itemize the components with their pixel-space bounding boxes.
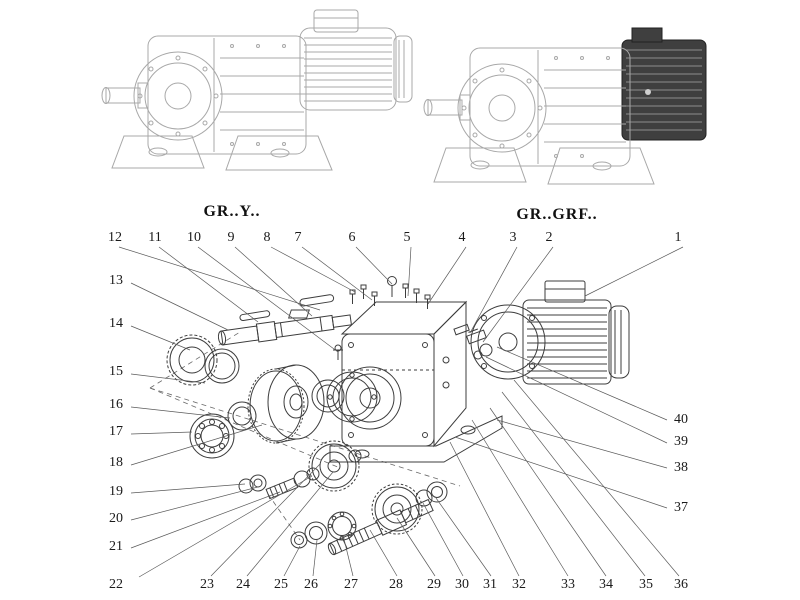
callout-19: 19 (109, 484, 123, 499)
output-bearing (327, 511, 357, 541)
leader-lines (118, 246, 684, 578)
bolt (349, 289, 356, 304)
callout-4: 4 (458, 230, 466, 245)
left-bearing-group (166, 334, 257, 459)
roller-bearing (189, 413, 235, 459)
callout-33: 33 (561, 577, 575, 592)
callout-3: 3 (509, 230, 517, 245)
output-shaft (327, 498, 434, 556)
callout-40: 40 (674, 412, 688, 427)
drawing-gr-grf (423, 27, 707, 185)
callout-30: 30 (455, 577, 469, 592)
shaft-key-1 (239, 310, 271, 322)
gr-y-feet (111, 135, 333, 171)
top-bolts (333, 276, 431, 360)
callout-17: 17 (109, 424, 123, 439)
gr-y-output-shaft (101, 82, 149, 109)
alignment-dashed-lines (149, 331, 461, 541)
gr-y-fan-cover (393, 35, 413, 103)
gr-grf-motor (621, 27, 707, 141)
callout-15: 15 (109, 364, 123, 379)
exploded-view (149, 276, 630, 556)
callout-32: 32 (512, 577, 526, 592)
callout-28: 28 (389, 577, 403, 592)
callout-18: 18 (109, 455, 123, 470)
bore-ring-and-cover (311, 371, 378, 423)
variant-title-gr-y: GR..Y.. (203, 203, 261, 220)
breather-plug (333, 344, 343, 360)
gr-grf-output-shaft (423, 94, 471, 121)
callout-23: 23 (200, 577, 214, 592)
callout-14: 14 (109, 316, 123, 331)
callout-16: 16 (109, 397, 123, 412)
motor-flange (470, 304, 546, 380)
callout-37: 37 (674, 500, 688, 515)
motor-input-parts (453, 323, 493, 360)
callout-29: 29 (427, 577, 441, 592)
callout-31: 31 (483, 577, 497, 592)
callout-1: 1 (674, 230, 682, 245)
callout-22: 22 (109, 577, 123, 592)
callout-36: 36 (674, 577, 688, 592)
output-gear (371, 483, 423, 535)
gr-grf-feet (433, 147, 655, 185)
motor-body (522, 299, 612, 385)
motor-fan-cover (608, 305, 630, 379)
callout-10: 10 (187, 230, 201, 245)
callout-35: 35 (639, 577, 653, 592)
callout-39: 39 (674, 434, 688, 449)
output-shaft-assembly (290, 481, 448, 556)
intermediate-gear-group (238, 440, 362, 500)
motor-terminal-box (544, 280, 586, 303)
callout-13: 13 (109, 273, 123, 288)
bolt (402, 283, 409, 298)
bolt (424, 294, 431, 309)
callout-26: 26 (304, 577, 318, 592)
variant-title-gr-grf: GR..GRF.. (516, 206, 598, 223)
callout-6: 6 (348, 230, 356, 245)
callout-20: 20 (109, 511, 123, 526)
callout-34: 34 (599, 577, 613, 592)
callout-2: 2 (545, 230, 553, 245)
gr-y-motor (299, 9, 413, 111)
callout-27: 27 (344, 577, 358, 592)
eye-bolt (387, 276, 397, 297)
callout-8: 8 (263, 230, 271, 245)
drawing-gr-y (101, 9, 413, 171)
housing-base (329, 415, 503, 463)
callout-7: 7 (294, 230, 302, 245)
motor-assembly (453, 280, 630, 385)
gearbox-housing (288, 300, 503, 463)
callout-11: 11 (148, 230, 162, 245)
shaft-key-2 (299, 294, 335, 307)
mid-gear (308, 440, 360, 492)
gr-y-gearbox (133, 35, 307, 155)
callout-21: 21 (109, 539, 123, 554)
callout-25: 25 (274, 577, 288, 592)
large-gear (247, 364, 325, 444)
callout-9: 9 (227, 230, 235, 245)
pinion-shaft (265, 477, 299, 500)
gr-y-terminal-box (313, 9, 359, 33)
callout-5: 5 (403, 230, 411, 245)
callout-38: 38 (674, 460, 688, 475)
bolt (371, 291, 378, 306)
callout-12: 12 (108, 230, 122, 245)
bolt (413, 288, 420, 303)
callout-24: 24 (236, 577, 250, 592)
input-shaft-assembly (217, 294, 352, 346)
